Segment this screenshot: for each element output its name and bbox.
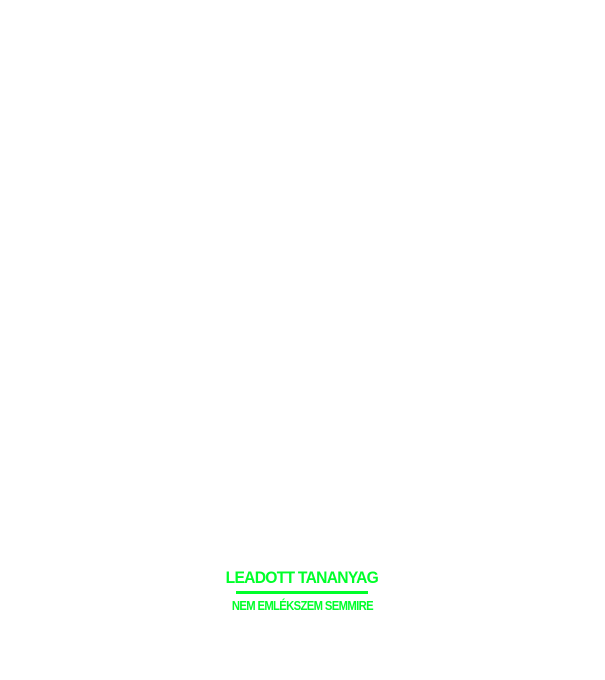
stacked-label: LEADOTT TANANYAG NEM EMLÉKSZEM SEMMIRE	[226, 568, 379, 614]
label-divider	[236, 591, 368, 594]
bottom-label-text: NEM EMLÉKSZEM SEMMIRE	[231, 599, 373, 613]
top-label-text: LEADOTT TANANYAG	[225, 568, 379, 587]
